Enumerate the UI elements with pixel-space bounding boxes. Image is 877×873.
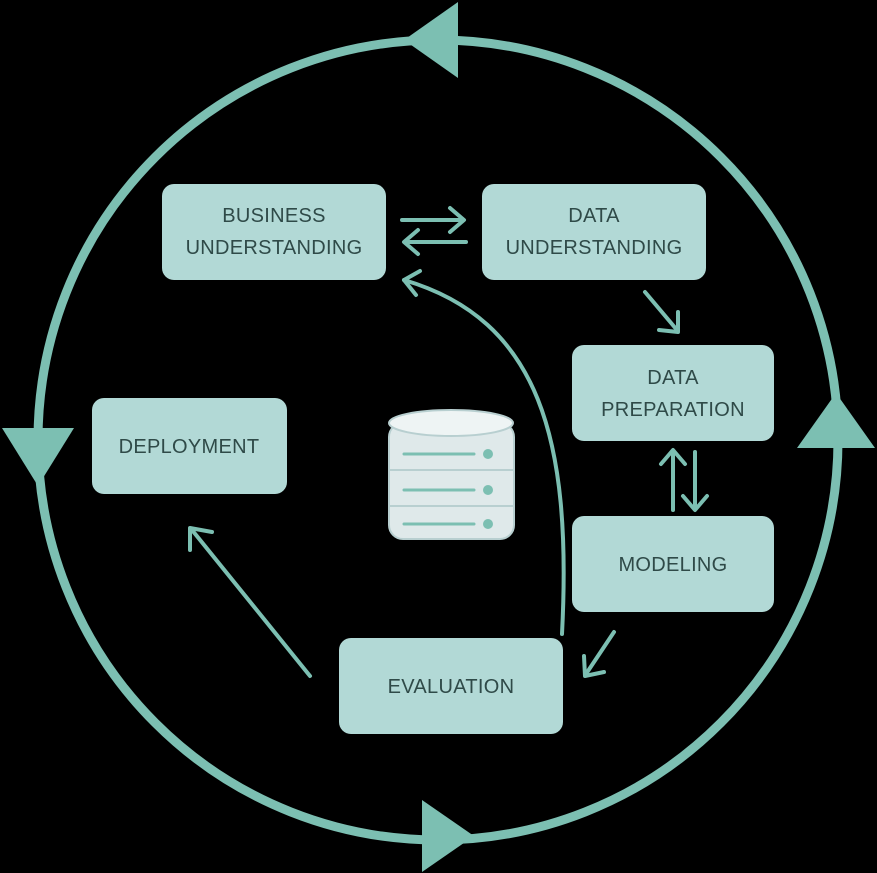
node-data-preparation-line1: DATA	[647, 367, 699, 389]
arrow-modeling-to-preparation	[659, 448, 687, 512]
node-modeling: MODELING	[572, 516, 774, 612]
node-business-understanding: BUSINESS UNDERSTANDING	[162, 184, 386, 280]
arrow-evaluation-to-deployment	[188, 526, 312, 678]
database-icon	[388, 409, 515, 540]
arrow-business-to-data-understanding	[400, 206, 466, 234]
cycle-arrowhead-right	[797, 393, 875, 448]
cycle-arrowhead-left	[2, 428, 74, 486]
arrow-data-understanding-to-preparation	[643, 290, 680, 334]
node-data-preparation-line2: PREPARATION	[601, 399, 745, 421]
arrow-modeling-to-evaluation	[582, 630, 616, 678]
node-business-understanding-line1: BUSINESS	[222, 205, 326, 227]
node-deployment-label: DEPLOYMENT	[119, 436, 260, 458]
node-data-understanding-line2: UNDERSTANDING	[506, 237, 683, 259]
arrow-data-understanding-to-business	[402, 228, 468, 256]
node-evaluation-label: EVALUATION	[388, 676, 515, 698]
node-data-preparation: DATA PREPARATION	[572, 345, 774, 441]
arrow-preparation-to-modeling	[681, 450, 709, 512]
node-data-understanding: DATA UNDERSTANDING	[482, 184, 706, 280]
cycle-arrowhead-bottom	[422, 800, 474, 872]
arrow-evaluation-to-business	[402, 269, 566, 636]
node-deployment: DEPLOYMENT	[92, 398, 287, 494]
node-modeling-label: MODELING	[618, 554, 727, 576]
node-data-understanding-line1: DATA	[568, 205, 620, 227]
cycle-arrowhead-top	[404, 2, 458, 78]
node-evaluation: EVALUATION	[339, 638, 563, 734]
node-business-understanding-line2: UNDERSTANDING	[186, 237, 363, 259]
